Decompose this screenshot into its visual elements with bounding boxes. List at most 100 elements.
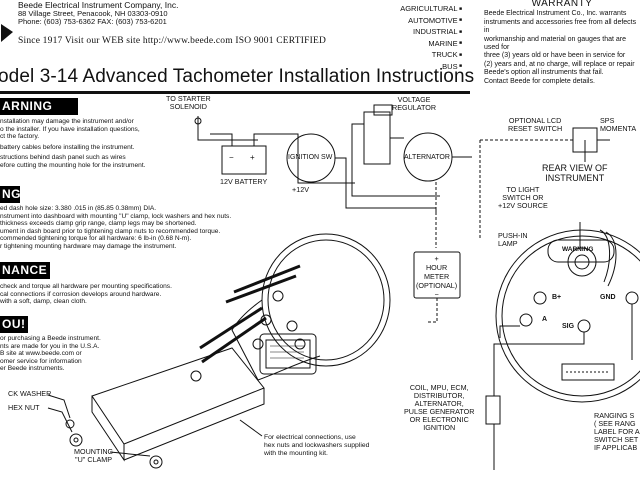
ranging-switch-icon (561, 363, 615, 381)
hex-nut-label: HEX NUT (8, 403, 40, 412)
warranty-line: (2) years and, at no charge, will replac… (484, 60, 635, 68)
warranty-line: Beede's option all instruments that fail… (484, 69, 604, 77)
warranty-line: instruments and accessories free from al… (484, 18, 637, 35)
warning-heading: ARNING (0, 98, 78, 115)
lock-washer-icon (65, 419, 75, 429)
logo-mark-icon (1, 24, 13, 42)
text-line: commended tightening torque for all hard… (0, 235, 192, 243)
category-item: INDUSTRIAL (366, 26, 462, 38)
hex-nut-icon (149, 455, 163, 469)
ranging-switch-label: RANGING S ( SEE RANG LABEL FOR A SWITCH … (594, 411, 640, 452)
warning-badge-frame (547, 239, 615, 263)
category-item: TRUCK (366, 49, 462, 61)
terminal-b-plus-label: B+ (552, 294, 562, 301)
text-line: er Beede instruments. (0, 365, 65, 373)
ignition-switch-label: IGNITION SW (288, 154, 333, 161)
sps-momentary-label: SPS MOMENTA (600, 116, 637, 133)
text-line: thickness exceeds clamp grip range, clam… (0, 220, 197, 228)
to-light-label: TO LIGHT SWITCH OR +12V SOURCE (498, 185, 548, 210)
text-line: with a soft, damp, clean cloth. (0, 298, 87, 306)
rear-view-label: REAR VIEW OF INSTRUMENT (542, 163, 608, 183)
page-title: odel 3-14 Advanced Tachometer Installati… (0, 66, 475, 87)
mounting-text: ed dash hole size: 3.380 .015 in (85.85 … (0, 205, 231, 251)
text-line: battery cables before installing the ins… (0, 143, 135, 151)
hex-nut-icon (190, 370, 202, 382)
warranty-line: workmanship and material on gauges that … (484, 35, 627, 52)
logo (0, 20, 14, 44)
text-line: omer service for information (0, 357, 82, 365)
text-line: ct the factory. (0, 133, 40, 141)
warranty-line: three (3) years old or have been in serv… (484, 52, 626, 60)
warranty-title: WARRANTY (531, 0, 593, 9)
warranty-box: WARRANTY Beede Electrical Instrument Co.… (484, 0, 640, 86)
starter-wire (197, 116, 258, 141)
warranty-line: Beede Electrical Instrument Co., Inc. wa… (484, 10, 627, 18)
optional-lcd-label: OPTIONAL LCD RESET SWITCH (508, 116, 563, 133)
text-line: ument in dash board prior to tightening … (0, 227, 221, 235)
coil-sources-label: COIL, MPU, ECM, DISTRIBUTOR, ALTERNATOR,… (404, 383, 475, 432)
warning-badge-label: WARNING (562, 246, 594, 253)
company-info: Beede Electrical Instrument Company, Inc… (18, 1, 178, 27)
terminal-gnd (625, 291, 639, 305)
title-rule (0, 91, 470, 94)
terminal-sig (577, 319, 591, 333)
battery-icon (221, 145, 267, 175)
category-item: AUTOMOTIVE (366, 15, 462, 27)
text-line: structions behind dash panel such as wir… (0, 154, 126, 162)
alternator-label: ALTERNATOR (404, 154, 450, 161)
terminal-a (519, 313, 533, 327)
push-in-lamp-label: PUSH-IN LAMP (498, 231, 528, 248)
category-item: MARINE (366, 38, 462, 50)
text-line: B site at www.beede.com or (0, 350, 82, 358)
warning-text: nstallation may damage the instrument an… (0, 118, 146, 170)
text-line: nstrument into dashboard with mounting "… (0, 212, 232, 220)
company-phone: Phone: (603) 753-6362 FAX: (603) 753-620… (18, 17, 167, 27)
starter-terminal (194, 117, 202, 125)
rear-view-gauge (495, 229, 640, 403)
text-line: r tightening mounting hardware may damag… (0, 242, 177, 250)
text-line: cal connections if corrosion develops ar… (0, 290, 162, 298)
terminal-b-plus (533, 291, 547, 305)
text-line: nstallation may damage the instrument an… (0, 118, 134, 125)
push-in-lamp-icon (567, 247, 597, 277)
thankyou-text: or purchasing a Beede instrument. nts ar… (0, 335, 101, 373)
thankyou-heading: OU! (0, 316, 28, 333)
hour-meter-label: + HOUR METER (OPTIONAL) − (416, 254, 458, 299)
maintenance-text: check and torque all hardware per mounti… (0, 283, 172, 306)
battery-plus-wire (253, 133, 355, 184)
terminal-sig-label: SIG (562, 323, 575, 330)
since-line: Since 1917 Visit our WEB site http://www… (18, 36, 327, 46)
svg-text:+: + (250, 153, 255, 162)
category-list: AGRICULTURAL AUTOMOTIVE INDUSTRIAL MARIN… (366, 3, 462, 72)
mounting-stud-2 (225, 274, 297, 304)
text-line: nts are made for you in the U.S.A. (0, 342, 100, 350)
ignition-wire (335, 157, 437, 212)
company-address: 88 Village Street, Penacook, NH 03303-09… (18, 8, 168, 18)
text-line: o the installer. If you have installatio… (0, 125, 140, 133)
terminal-gnd-label: GND (600, 294, 616, 301)
electrical-note: For electrical connections, use hex nuts… (264, 434, 370, 457)
mounting-stud-1 (233, 264, 301, 294)
battery-label: 12V BATTERY (220, 177, 268, 186)
mounting-stud-3 (199, 306, 263, 350)
company-name: Beede Electrical Instrument Company, Inc… (18, 0, 179, 10)
category-item: BUS (366, 61, 462, 73)
terminal-a-label: A (542, 316, 548, 323)
hex-nut-icon (69, 433, 83, 447)
text-line: efore cutting the mounting hole for the … (0, 161, 146, 169)
lock-washer-label: CK WASHER (8, 389, 52, 398)
text-line: check and torque all hardware per mounti… (0, 283, 172, 290)
text-line: ed dash hole size: 3.380 .015 in (85.85 … (0, 205, 157, 212)
warranty-line: Contact Beede for complete details. (484, 77, 595, 85)
category-item: AGRICULTURAL (366, 3, 462, 15)
mounting-heading: NG (0, 186, 21, 203)
maintenance-heading: NANCE (0, 262, 50, 279)
text-line: or purchasing a Beede instrument. (0, 335, 101, 342)
voltage-regulator-icon (363, 111, 391, 165)
plus-12v-label: +12V (292, 185, 309, 194)
voltage-regulator-label: VOLTAGE REGULATOR (392, 95, 437, 112)
u-clamp-icon (91, 347, 265, 445)
svg-text:−: − (229, 153, 234, 162)
to-starter-label: TO STARTER SOLENOID (166, 94, 211, 111)
